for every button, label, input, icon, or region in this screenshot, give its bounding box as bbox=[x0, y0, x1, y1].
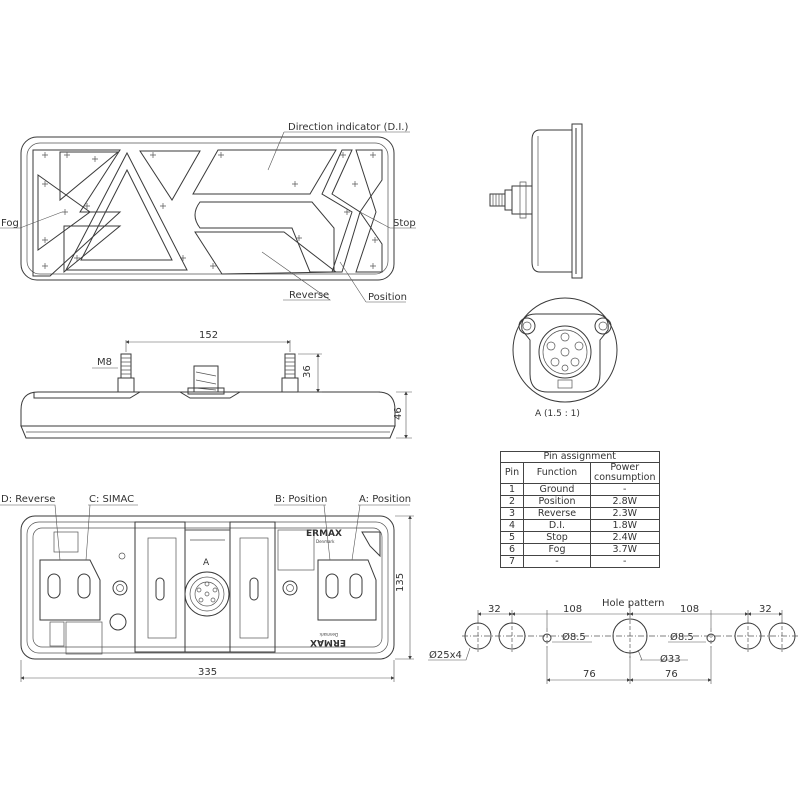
dim-bolt-height: 36 bbox=[302, 365, 313, 378]
brand-bottom: ERMAX bbox=[310, 637, 346, 647]
back-view: A ERMAX Denmark ERMAX Denmark D: Reverse… bbox=[0, 494, 414, 682]
dia-small-left: Ø8.5 bbox=[562, 631, 586, 643]
pin-function: Reverse bbox=[523, 507, 591, 520]
side-view bbox=[489, 123, 583, 279]
dim-bolt-spacing: 152 bbox=[199, 330, 218, 341]
connector-label: A (1.5 : 1) bbox=[535, 409, 580, 419]
pin-function: D.I. bbox=[523, 519, 591, 532]
pin-table-header-pin: Pin bbox=[500, 462, 524, 484]
dim-lamp-back-height: 135 bbox=[395, 573, 406, 592]
pin-number: 3 bbox=[500, 507, 524, 520]
pin-power: 2.8W bbox=[590, 495, 660, 508]
dim-outer-right: 32 bbox=[759, 604, 772, 615]
brand-bottom-sub: Denmark bbox=[319, 632, 338, 637]
pin-assignment-table: Pin assignment Pin Function Power consum… bbox=[500, 451, 660, 568]
dim-lamp-width: 335 bbox=[198, 667, 217, 678]
pin-function: - bbox=[523, 555, 591, 568]
pin-power: - bbox=[590, 555, 660, 568]
dim-mid-right: 108 bbox=[680, 604, 699, 615]
label-fog: Fog bbox=[1, 218, 19, 229]
dia-large-holes: Ø25x4 bbox=[429, 649, 462, 661]
pin-function: Ground bbox=[523, 483, 591, 496]
hole-pattern: Hole pattern 32 108 108 32 76 76 Ø25x4 bbox=[428, 598, 798, 684]
label-bolt-m8: M8 bbox=[97, 357, 112, 368]
label-c-simac: C: SIMAC bbox=[89, 494, 134, 505]
hole-pattern-title: Hole pattern bbox=[602, 598, 665, 609]
pin-power: 2.4W bbox=[590, 531, 660, 544]
pin-power: - bbox=[590, 483, 660, 496]
dim-76-left: 76 bbox=[583, 669, 596, 680]
label-position: Position bbox=[368, 292, 407, 303]
pin-table-header-power: Power consumption bbox=[590, 462, 660, 484]
pin-number: 6 bbox=[500, 543, 524, 556]
pin-number: 5 bbox=[500, 531, 524, 544]
pin-power: 3.7W bbox=[590, 543, 660, 556]
connector-detail: A (1.5 : 1) bbox=[512, 297, 618, 419]
pin-table-header-function: Function bbox=[523, 462, 591, 484]
dim-76-right: 76 bbox=[665, 669, 678, 680]
pin-number: 2 bbox=[500, 495, 524, 508]
brand-top-sub: Denmark bbox=[316, 539, 335, 544]
pin-number: 7 bbox=[500, 555, 524, 568]
front-view: Direction indicator (D.I.) Fog Stop Reve… bbox=[0, 122, 416, 303]
bottom-view: 152 M8 36 46 bbox=[20, 330, 412, 439]
pin-power: 2.3W bbox=[590, 507, 660, 520]
label-d-reverse: D: Reverse bbox=[1, 494, 55, 505]
dia-small-right: Ø8.5 bbox=[670, 631, 694, 643]
label-reverse: Reverse bbox=[289, 290, 329, 301]
pin-table-title: Pin assignment bbox=[500, 451, 660, 463]
dim-mid-left: 108 bbox=[563, 604, 582, 615]
label-a-position: A: Position bbox=[359, 494, 411, 505]
pin-number: 4 bbox=[500, 519, 524, 532]
connector-a-letter: A bbox=[203, 558, 210, 568]
pin-function: Fog bbox=[523, 543, 591, 556]
label-direction-indicator: Direction indicator (D.I.) bbox=[288, 122, 408, 133]
brand-top: ERMAX bbox=[306, 529, 342, 539]
table-row: 7-- bbox=[500, 555, 660, 568]
label-stop: Stop bbox=[393, 218, 416, 229]
pin-function: Position bbox=[523, 495, 591, 508]
dim-lamp-height: 46 bbox=[393, 407, 404, 420]
pin-function: Stop bbox=[523, 531, 591, 544]
label-b-position: B: Position bbox=[275, 494, 327, 505]
dia-center: Ø33 bbox=[660, 653, 681, 665]
pin-number: 1 bbox=[500, 483, 524, 496]
dim-outer-left: 32 bbox=[488, 604, 501, 615]
pin-power: 1.8W bbox=[590, 519, 660, 532]
